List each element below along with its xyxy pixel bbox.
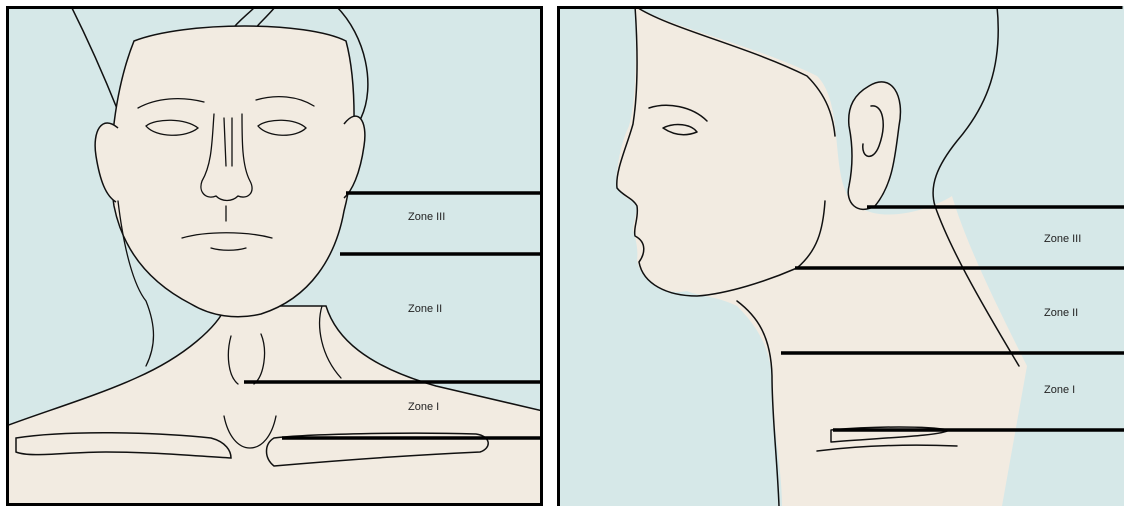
front-zone1-label: Zone I [408, 401, 439, 413]
front-zone3-label: Zone III [408, 211, 445, 223]
front-zone2-label: Zone II [408, 303, 442, 315]
side-view-illustration: Zone III Zone II Zone I [557, 6, 1124, 506]
side-zone1-label: Zone I [1044, 384, 1075, 396]
front-view-illustration: Zone III Zone II Zone I [6, 6, 543, 506]
side-zone3-label: Zone III [1044, 233, 1081, 245]
face [111, 26, 354, 317]
front-view-panel: Zone III Zone II Zone I [6, 6, 543, 506]
side-zone2-label: Zone II [1044, 307, 1078, 319]
side-view-panel: Zone III Zone II Zone I [557, 6, 1124, 506]
